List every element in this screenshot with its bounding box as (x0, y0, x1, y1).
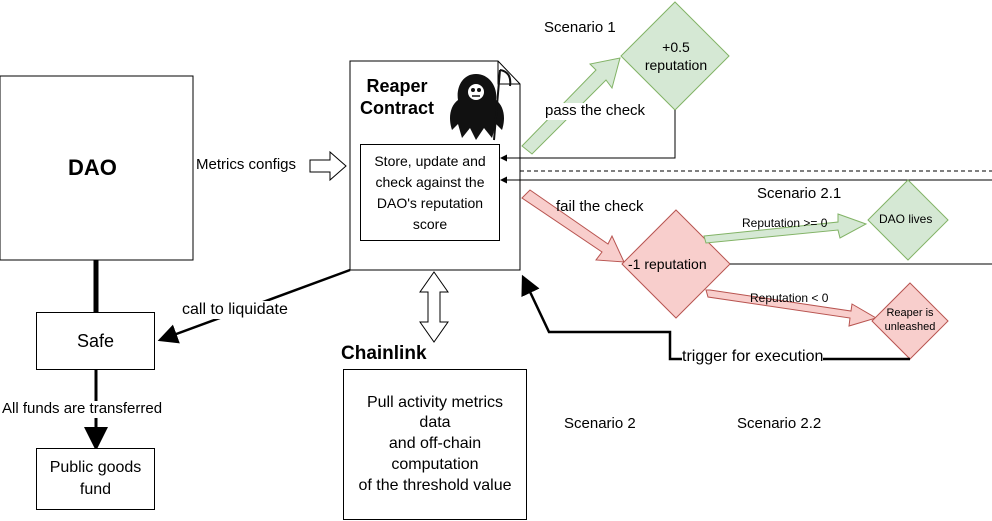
scenario-1-label: Scenario 1 (544, 19, 616, 36)
dao-label: DAO (68, 155, 117, 180)
scenario-2-2-label: Scenario 2.2 (737, 415, 822, 432)
chainlink-title: Chainlink (341, 343, 427, 364)
rep-ge-arrow (703, 213, 868, 244)
rep-lt-label: Reputation < 0 (750, 291, 829, 305)
scenario-2-label: Scenario 2 (564, 415, 636, 432)
safe-label: Safe (76, 330, 115, 351)
dao-lives-label: DAO lives (879, 212, 933, 226)
minus-rep-diamond[interactable] (621, 209, 731, 319)
grim-reaper-icon (450, 69, 512, 141)
reaper-unleashed-label: Reaper is unleashed (884, 307, 936, 334)
reaper-inner-label: Store, update and check against the DAO'… (374, 152, 486, 232)
chainlink-double-arrow (419, 271, 449, 343)
safe-box[interactable]: Safe (36, 312, 155, 370)
chainlink-label: Pull activity metrics data and off-chain… (358, 393, 512, 494)
plus-rep-label: +0.5 reputation (644, 39, 708, 74)
chainlink-box[interactable]: Pull activity metrics data and off-chain… (343, 369, 527, 520)
call-to-liquidate-label: call to liquidate (182, 301, 288, 319)
reaper-inner-box[interactable]: Store, update and check against the DAO'… (360, 144, 500, 241)
trigger-label: trigger for execution (682, 348, 824, 366)
fail-check-label: fail the check (556, 198, 644, 215)
minus-rep-label: -1 reputation (628, 256, 707, 272)
metrics-configs-label: Metrics configs (196, 156, 297, 174)
public-goods-label: Public goods fund (49, 459, 142, 498)
fail-check-arrow (521, 189, 625, 263)
public-goods-box[interactable]: Public goods fund (36, 448, 155, 510)
metrics-configs-arrow (309, 150, 347, 182)
dao-box-shape[interactable] (0, 75, 194, 261)
all-funds-label: All funds are transferred (2, 400, 163, 418)
reaper-title: Reaper Contract (360, 76, 435, 118)
scenario-2-1-label: Scenario 2.1 (757, 185, 842, 202)
dao-lives-diamond[interactable] (867, 179, 949, 261)
return-pass-line (500, 110, 676, 162)
rep-ge-label: Reputation >= 0 (742, 216, 828, 230)
pass-check-label: pass the check (545, 102, 646, 120)
